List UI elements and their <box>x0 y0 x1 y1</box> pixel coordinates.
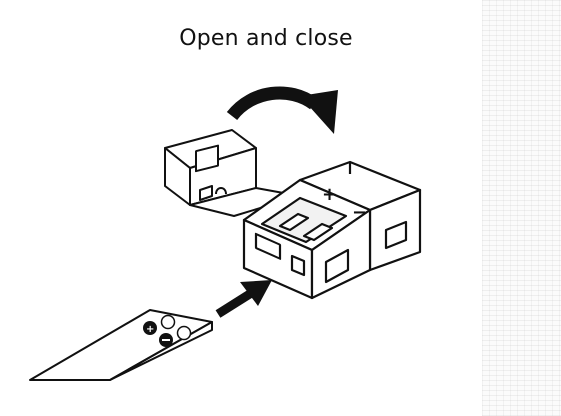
side-noise-strip <box>482 0 561 416</box>
rotate-arrow-icon <box>226 86 338 134</box>
diagram-title: Open and close <box>179 26 353 51</box>
strip-pads: + <box>143 314 192 347</box>
svg-text:+: + <box>146 324 154 335</box>
plus-terminal-label: + <box>322 184 337 205</box>
led-strip <box>29 309 213 381</box>
connector-lid <box>164 129 301 217</box>
insert-arrow-icon <box>215 280 272 318</box>
connector-body <box>242 160 422 300</box>
minus-terminal-label: − <box>352 202 367 223</box>
